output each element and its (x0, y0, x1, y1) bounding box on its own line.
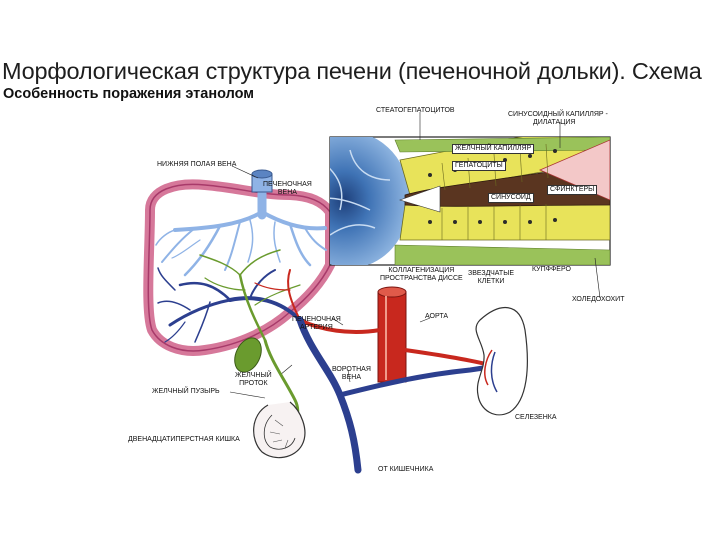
label-spleen: Селезенка (515, 414, 557, 421)
duodenum-shape (253, 401, 306, 459)
liver (143, 179, 335, 356)
bile-duct-tree (199, 249, 301, 342)
label-disse-space: Коллагенизацияпространства Диссе (380, 267, 463, 282)
slide-title: Морфологическая структура печени (печено… (2, 58, 702, 84)
splenic-artery (404, 348, 491, 367)
hepatic-artery (299, 318, 381, 334)
label-inferior-vena-cava: Нижняя полая вена (157, 161, 237, 168)
hepatic-vein-tree (155, 185, 327, 277)
portal-vein (296, 316, 362, 474)
label-bile-capillary: Желчный капилляр (452, 144, 535, 154)
label-sphincters: Сфинктеры (547, 185, 598, 195)
inferior-vena-cava (251, 169, 273, 193)
label-from-intestine: От кишечника (378, 466, 434, 473)
label-sinusoidal-capillary: Синусоидный капилляр -дилатация (508, 111, 608, 126)
label-portal-vein: Воротнаявена (332, 366, 371, 381)
label-choledochus: Холедохохит (572, 296, 625, 303)
label-stellate-cells: Звездчатыеклетки (468, 270, 515, 285)
label-hepatic-vein: Печеночнаявена (263, 181, 312, 196)
label-aorta: Аорта (425, 313, 449, 320)
label-bile-duct: Желчныйпроток (235, 372, 272, 387)
gallbladder-shape (234, 337, 262, 373)
aorta (377, 286, 407, 383)
portal-vein-tree (157, 267, 302, 343)
label-kupffer: Купфферо (532, 266, 571, 273)
label-gallbladder: Желчный пузырь (152, 388, 220, 395)
label-sinusoid: Синусоид (488, 193, 534, 203)
label-hepatocytes: Гепатоциты (452, 161, 506, 171)
central-vein (330, 137, 410, 265)
label-duodenum: Двенадцатиперстная кишка (128, 436, 240, 443)
slide-subtitle: Особенность поражения этанолом (3, 86, 255, 102)
label-stellate-hepatocytes: Стеатогепатоцитов (376, 107, 455, 114)
artery-tree (254, 269, 301, 321)
label-hepatic-artery: Печеночнаяартерия (292, 316, 341, 331)
spleen-shape (475, 306, 528, 416)
